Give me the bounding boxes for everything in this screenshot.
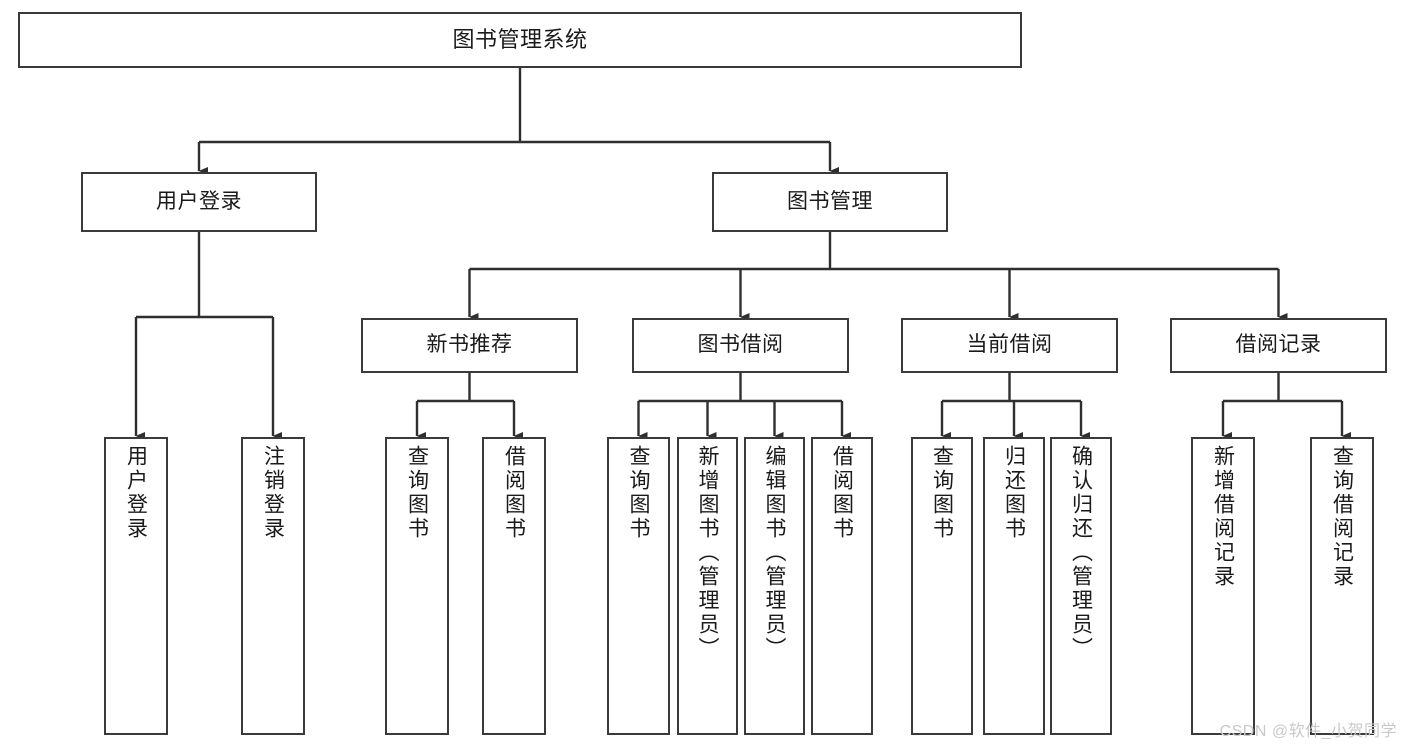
node-label: 确认归还（管理员） [1069,445,1093,661]
node-root-book-management-system[interactable]: 图书管理系统 [18,12,1022,68]
node-label: 借阅记录 [1235,333,1322,357]
node-label: 新增图书（管理员） [696,445,719,661]
node-current-borrow[interactable]: 当前借阅 [901,318,1118,373]
node-book-management[interactable]: 图书管理 [712,172,948,232]
node-label: 借阅图书 [502,445,526,541]
node-leaf-confirm-return-admin[interactable]: 确认归还（管理员） [1050,437,1112,735]
node-leaf-query-book-borrow[interactable]: 查询图书 [607,437,670,735]
node-leaf-query-borrow-record[interactable]: 查询借阅记录 [1310,437,1374,735]
node-user-login[interactable]: 用户登录 [81,172,317,232]
node-label: 注销登录 [261,445,285,541]
node-leaf-query-book-current[interactable]: 查询图书 [911,437,973,735]
node-leaf-add-book-admin[interactable]: 新增图书（管理员） [677,437,738,735]
node-borrow-record[interactable]: 借阅记录 [1170,318,1387,373]
node-book-borrow[interactable]: 图书借阅 [632,318,849,373]
node-leaf-query-book-recommendation[interactable]: 查询图书 [385,437,449,735]
node-leaf-logout[interactable]: 注销登录 [241,437,305,735]
node-label: 图书管理系统 [452,27,588,53]
node-label: 新增借阅记录 [1211,445,1235,589]
node-label: 新书推荐 [426,333,513,357]
node-label: 查询图书 [405,445,429,541]
node-new-book-recommendation[interactable]: 新书推荐 [361,318,578,373]
node-label: 查询借阅记录 [1330,445,1354,589]
node-label: 图书借阅 [697,333,784,357]
node-label: 用户登录 [124,445,148,541]
node-label: 归还图书 [1002,445,1026,541]
node-label: 查询图书 [930,445,954,541]
node-label: 用户登录 [156,189,242,213]
node-label: 当前借阅 [966,333,1053,357]
node-leaf-borrow-book[interactable]: 借阅图书 [811,437,873,735]
node-leaf-edit-book-admin[interactable]: 编辑图书（管理员） [744,437,805,735]
watermark: CSDN @软件_小贺同学 [1219,723,1397,740]
node-leaf-return-book[interactable]: 归还图书 [983,437,1045,735]
node-leaf-add-borrow-record[interactable]: 新增借阅记录 [1191,437,1255,735]
node-leaf-user-login[interactable]: 用户登录 [104,437,168,735]
node-label: 图书管理 [787,189,873,213]
node-label: 借阅图书 [830,445,854,541]
node-label: 编辑图书（管理员） [763,445,786,661]
node-leaf-borrow-book-recommendation[interactable]: 借阅图书 [482,437,546,735]
node-label: 查询图书 [627,445,650,541]
